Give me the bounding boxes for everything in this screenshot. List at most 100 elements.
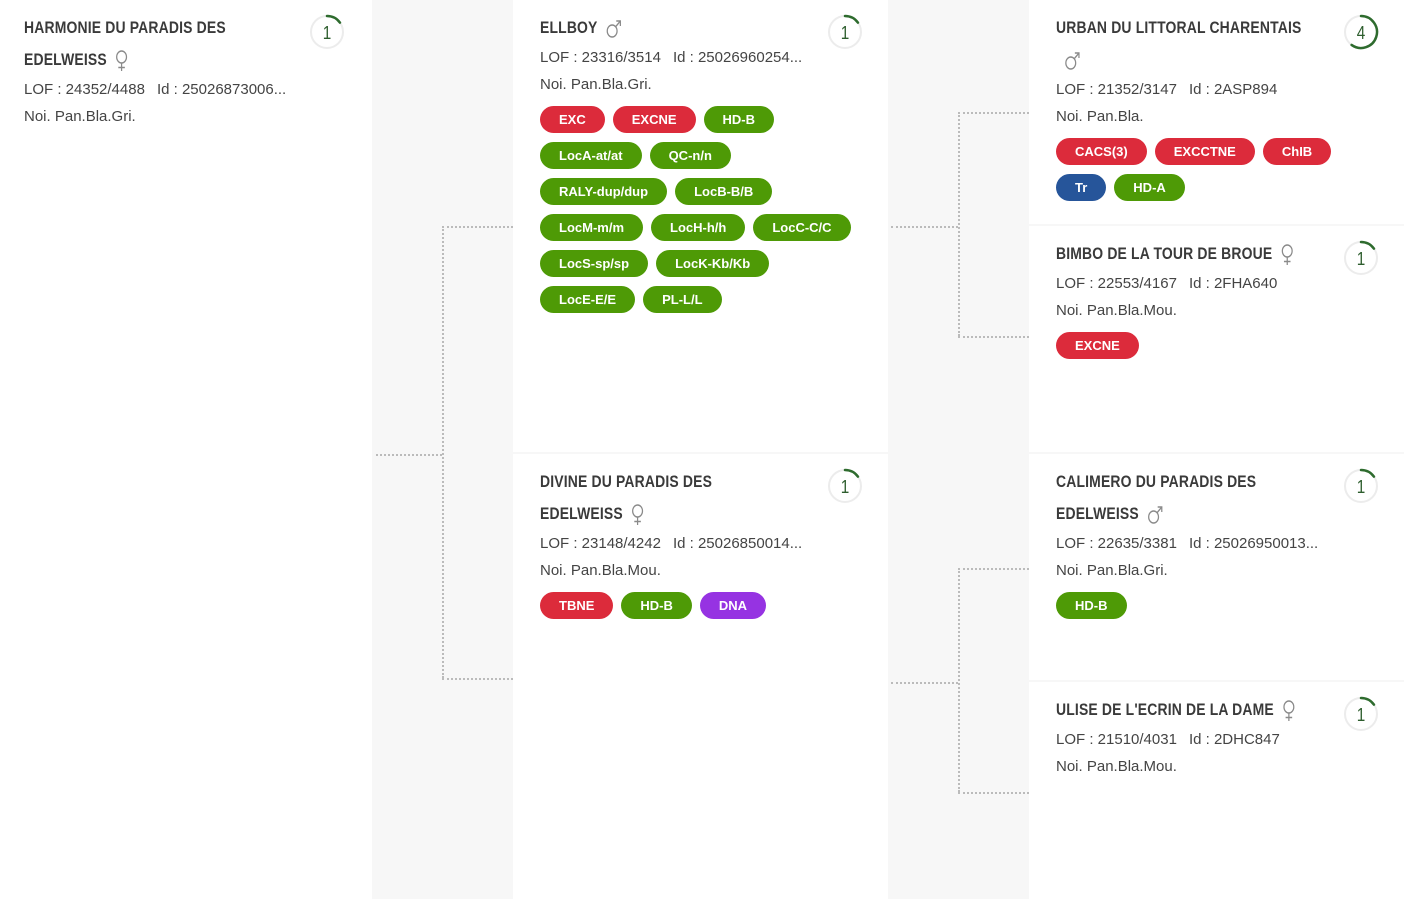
id-number: Id : 25026850014... (672, 535, 803, 552)
dog-badges: CACS(3) EXCCTNE ChIB Tr HD-A (1056, 138, 1386, 210)
lof-number: LOF : 22635/3381 (1056, 535, 1177, 552)
connector-gen2b-stub (891, 682, 958, 684)
badge-hd-b[interactable]: HD-B (1056, 592, 1127, 619)
badge-excne[interactable]: EXCNE (1056, 332, 1139, 359)
id-number: Id : 2DHC847 (1188, 731, 1280, 748)
connector-gen2b-top (958, 568, 1029, 570)
id-number: Id : 2ASP894 (1188, 81, 1278, 98)
id-number: Id : 25026873006... (156, 81, 287, 98)
male-icon (1147, 505, 1163, 525)
dog-registration: LOF : 22553/4167 Id : 2FHA640 (1056, 270, 1380, 297)
badge-excne[interactable]: EXCNE (612, 106, 696, 133)
id-number: Id : 2FHA640 (1188, 275, 1278, 292)
dog-badges: TBNE HD-B DNA (540, 592, 870, 628)
dog-coat-color: Noi. Pan.Bla.Gri. (1056, 562, 1168, 579)
connector-gen2b-bottom (958, 792, 1029, 794)
dog-coat-color: Noi. Pan.Bla.Mou. (540, 562, 661, 579)
dog-card-dam-dam[interactable]: ULISE DE L'ECRIN DE LA DAME LOF : 21510/… (1029, 682, 1404, 899)
badge-tr[interactable]: Tr (1056, 174, 1107, 201)
litter-count: 1 (1356, 477, 1366, 497)
dog-card-dam-sire[interactable]: CALIMERO DU PARADIS DES EDELWEISS LOF : … (1029, 454, 1404, 680)
litter-counter[interactable]: 1 (827, 14, 863, 50)
male-icon (606, 19, 622, 39)
id-number: Id : 25026950013... (1188, 535, 1319, 552)
badge-dna[interactable]: DNA (699, 592, 767, 619)
dog-badges: EXCNE (1056, 332, 1386, 368)
dog-name[interactable]: HARMONIE DU PARADIS DES EDELWEISS (24, 12, 270, 76)
badge-chib[interactable]: ChIB (1262, 138, 1332, 165)
connector-gen2a-vertical (958, 112, 960, 336)
male-icon (1064, 51, 1080, 71)
connector-gen2b-vertical (958, 568, 960, 792)
dog-card-sire-sire[interactable]: URBAN DU LITTORAL CHARENTAIS LOF : 21352… (1029, 0, 1404, 224)
badge-loce-e-e[interactable]: LocE-E/E (540, 286, 636, 313)
badge-locc-c-c[interactable]: LocC-C/C (753, 214, 851, 241)
badge-pl-l-l[interactable]: PL-L/L (643, 286, 722, 313)
badge-qc-n-n[interactable]: QC-n/n (649, 142, 731, 169)
dog-coat-color: Noi. Pan.Bla.Gri. (24, 108, 136, 125)
dog-registration: LOF : 21510/4031 Id : 2DHC847 (1056, 726, 1380, 753)
lof-number: LOF : 23316/3514 (540, 49, 661, 66)
connector-gen2a-top (958, 112, 1029, 114)
dog-coat-color: Noi. Pan.Bla.Mou. (1056, 758, 1177, 775)
litter-counter[interactable]: 4 (1343, 14, 1379, 50)
female-icon (1281, 243, 1294, 266)
litter-counter[interactable]: 1 (309, 14, 345, 50)
dog-name[interactable]: CALIMERO DU PARADIS DES EDELWEISS (1056, 472, 1257, 525)
connector-gen2a-bottom (958, 336, 1029, 338)
litter-count: 1 (1356, 249, 1366, 269)
badge-cacs-3-[interactable]: CACS(3) (1056, 138, 1147, 165)
litter-count: 4 (1356, 23, 1366, 43)
dog-badges: HD-B (1056, 592, 1386, 628)
dog-card-subject[interactable]: HARMONIE DU PARADIS DES EDELWEISS LOF : … (0, 0, 372, 899)
badge-loca-at-at[interactable]: LocA-at/at (540, 142, 642, 169)
dog-name[interactable]: URBAN DU LITTORAL CHARENTAIS (1056, 12, 1302, 76)
dog-coat-color: Noi. Pan.Bla.Gri. (540, 76, 652, 93)
dog-name[interactable]: ULISE DE L'ECRIN DE LA DAME (1056, 694, 1302, 726)
badge-hd-b[interactable]: HD-B (621, 592, 692, 619)
litter-count: 1 (1356, 705, 1366, 725)
dog-registration: LOF : 22635/3381 Id : 25026950013... (1056, 530, 1380, 557)
badge-locb-b-b[interactable]: LocB-B/B (675, 178, 773, 205)
litter-count: 1 (322, 23, 332, 43)
lof-number: LOF : 24352/4488 (24, 81, 145, 98)
badge-exc[interactable]: EXC (540, 106, 605, 133)
badge-loch-h-h[interactable]: LocH-h/h (651, 214, 746, 241)
litter-count: 1 (840, 23, 850, 43)
dog-registration: LOF : 24352/4488 Id : 25026873006... (24, 76, 348, 103)
litter-counter[interactable]: 1 (1343, 468, 1379, 504)
badge-hd-a[interactable]: HD-A (1114, 174, 1185, 201)
female-icon (1282, 699, 1295, 722)
dog-card-dam[interactable]: DIVINE DU PARADIS DES EDELWEISS LOF : 23… (513, 454, 888, 899)
lof-number: LOF : 22553/4167 (1056, 275, 1177, 292)
badge-excctne[interactable]: EXCCTNE (1154, 138, 1255, 165)
badge-hd-b[interactable]: HD-B (703, 106, 775, 133)
dog-name[interactable]: DIVINE DU PARADIS DES EDELWEISS (540, 466, 786, 530)
lof-number: LOF : 21352/3147 (1056, 81, 1177, 98)
badge-tbne[interactable]: TBNE (540, 592, 614, 619)
connector-gen2a-stub (891, 226, 958, 228)
badge-raly-dup-dup[interactable]: RALY-dup/dup (540, 178, 668, 205)
dog-name[interactable]: ELLBOY (540, 12, 786, 44)
lof-number: LOF : 21510/4031 (1056, 731, 1177, 748)
litter-counter[interactable]: 1 (1343, 240, 1379, 276)
dog-coat-color: Noi. Pan.Bla.Mou. (1056, 302, 1177, 319)
connector-gen1-top (442, 226, 513, 228)
badge-locm-m-m[interactable]: LocM-m/m (540, 214, 643, 241)
female-icon (631, 503, 644, 526)
dog-name[interactable]: BIMBO DE LA TOUR DE BROUE (1056, 238, 1302, 270)
litter-counter[interactable]: 1 (827, 468, 863, 504)
connector-gen1-bottom (442, 678, 513, 680)
dog-registration: LOF : 21352/3147 Id : 2ASP894 (1056, 76, 1380, 103)
litter-counter[interactable]: 1 (1343, 696, 1379, 732)
badge-lock-kb-kb[interactable]: LocK-Kb/Kb (656, 250, 770, 277)
connector-gen1-stub (376, 454, 442, 456)
dog-coat-color: Noi. Pan.Bla. (1056, 108, 1144, 125)
dog-card-sire-dam[interactable]: BIMBO DE LA TOUR DE BROUE LOF : 22553/41… (1029, 226, 1404, 452)
litter-count: 1 (840, 477, 850, 497)
badge-locs-sp-sp[interactable]: LocS-sp/sp (540, 250, 649, 277)
